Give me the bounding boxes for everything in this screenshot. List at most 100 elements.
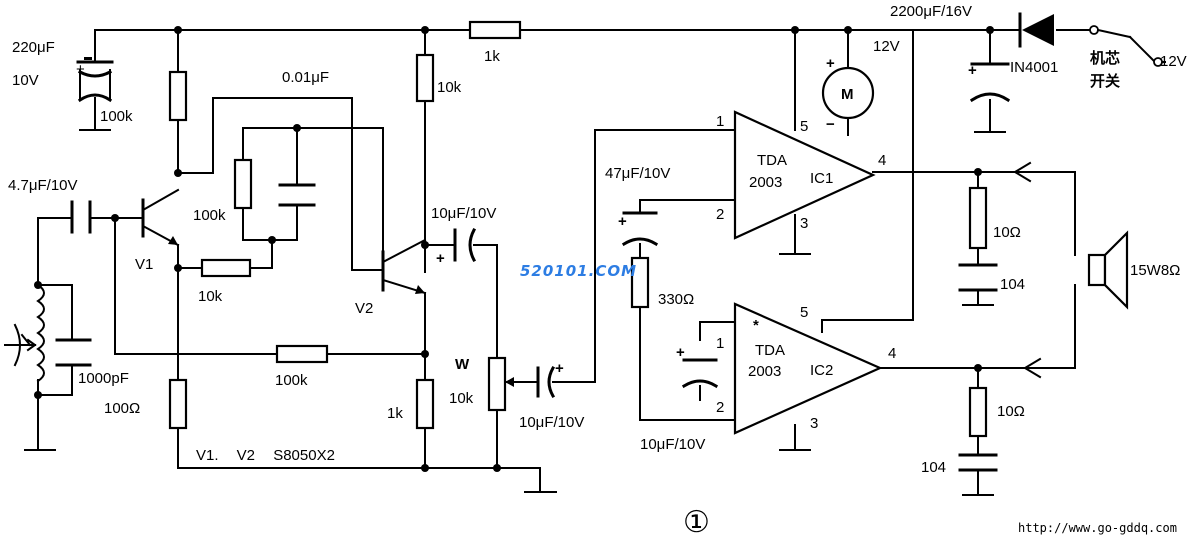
cap-0-01uf (278, 183, 316, 207)
cap-1000pf (55, 338, 92, 367)
cap-47uf (621, 211, 659, 247)
resistor-10k-v2-collector (415, 53, 435, 103)
cap-10uf-coupling-out (453, 227, 477, 263)
cap-4-7uf-input (70, 200, 111, 234)
label-ic2-pin4: 4 (888, 345, 896, 362)
label-motor-plus: + (826, 55, 835, 72)
label-motor-minus: − (826, 116, 835, 133)
label-c-104-top: 104 (1000, 276, 1025, 293)
label-supply-12v: 12V (1160, 53, 1187, 70)
wires (24, 29, 1166, 496)
power-switch (1089, 25, 1163, 67)
labels: 220μF 10V + 100k 4.7μF/10V V1 1000pF 100… (8, 3, 1187, 540)
label-ic2-pin2: 2 (716, 399, 724, 416)
label-c-0-01uf: 0.01μF (282, 69, 329, 86)
cap-10uf-ic2 (681, 358, 719, 389)
site-url: http://www.go-gddq.com (1018, 521, 1177, 535)
resistor-100-ohm (168, 378, 188, 430)
label-ic2-pin5: 5 (800, 304, 808, 321)
label-r-10k-top: 10k (437, 79, 462, 96)
label-ic1-pin4: 4 (878, 152, 886, 169)
label-ic1-pin5: 5 (800, 118, 808, 135)
label-plus-c10: + (436, 250, 445, 267)
label-pot-w: W (455, 356, 470, 373)
label-plus-c10-ic2: + (676, 344, 685, 361)
label-r-1k-top: 1k (484, 48, 500, 65)
resistor-100k-v1-collector (168, 70, 188, 122)
label-c-10uf-in: 10μF/10V (519, 414, 584, 431)
label-c-220uf: 220μF (12, 39, 55, 56)
label-ic2-star: * (753, 317, 759, 334)
ic1-amplifier (733, 110, 876, 240)
label-v1: V1 (135, 256, 153, 273)
label-c-10uf-ic2: 10μF/10V (640, 436, 705, 453)
resistor-100k-bottom (275, 344, 329, 364)
label-ic1-pin1: 1 (716, 113, 724, 130)
label-plus-c10-in: + (555, 360, 564, 377)
label-v2: V2 (355, 300, 373, 317)
label-r-330-ohm: 330Ω (658, 291, 694, 308)
label-ic1-ref: IC1 (810, 170, 833, 187)
label-c-104-bottom: 104 (921, 459, 946, 476)
label-ic1-name-a: TDA (757, 152, 787, 169)
label-transistors: V1. V2 S8050X2 (196, 447, 335, 464)
label-diode: IN4001 (1010, 59, 1058, 76)
resistor-10k-bias (200, 258, 252, 278)
ic2-amplifier (733, 302, 883, 435)
label-c-47uf: 47μF/10V (605, 165, 670, 182)
watermark: 520101.COM (520, 262, 637, 280)
label-motor: M (841, 86, 854, 103)
resistor-1k-supply (468, 20, 522, 40)
cap-220uf (76, 57, 114, 103)
resistor-10-ohm-bottom (968, 386, 988, 438)
label-ic2-pin1: 1 (716, 335, 724, 352)
figure-number: ① (683, 505, 710, 540)
label-ic1-pin2: 2 (716, 206, 724, 223)
label-ic1-pin3: 3 (800, 215, 808, 232)
label-plus-c2200: + (968, 62, 977, 79)
label-ic2-pin3: 3 (810, 415, 818, 432)
label-r-100k-top: 100k (100, 108, 133, 125)
label-ic2-ref: IC2 (810, 362, 833, 379)
label-ic1-name-b: 2003 (749, 174, 782, 191)
label-pot-10k: 10k (449, 390, 474, 407)
resistor-1k-emitter (415, 378, 435, 430)
resistor-100k-feedback (233, 158, 253, 210)
label-c-1000pf: 1000pF (78, 370, 129, 387)
label-c-220uf-voltage: 10V (12, 72, 39, 89)
label-ic2-name-b: 2003 (748, 363, 781, 380)
label-r-10k-mid: 10k (198, 288, 223, 305)
resistor-330-ohm (630, 256, 650, 309)
label-plus: + (76, 61, 85, 78)
junction-dots (34, 26, 994, 472)
label-plus-c47: + (618, 213, 627, 230)
connector-arrows (1013, 161, 1051, 379)
label-switch-a: 机芯 (1090, 49, 1120, 67)
transistor-v1 (141, 188, 180, 247)
label-ic2-name-a: TDA (755, 342, 785, 359)
label-r-100k-bottom: 100k (275, 372, 308, 389)
label-r-1k-bottom: 1k (387, 405, 403, 422)
cap-104-top (958, 263, 998, 292)
label-r-100k-mid: 100k (193, 207, 226, 224)
speaker (1087, 230, 1129, 310)
cap-104-bottom (958, 453, 998, 472)
label-speaker: 15W8Ω (1130, 262, 1180, 279)
label-r-10-ohm-top: 10Ω (993, 224, 1021, 241)
cap-10uf-to-ic1 (536, 365, 566, 399)
resistor-10-ohm-top (968, 186, 988, 250)
label-c-4-7uf: 4.7μF/10V (8, 177, 78, 194)
label-r-100-ohm: 100Ω (104, 400, 140, 417)
transistor-v2 (351, 238, 427, 295)
label-c-2200uf: 2200μF/16V (890, 3, 972, 20)
label-c-10uf-out: 10μF/10V (431, 205, 496, 222)
potentiometer-w (487, 356, 521, 412)
label-supply-12v-mid: 12V (873, 38, 900, 55)
diode-in4001 (1018, 12, 1054, 48)
motor (821, 66, 875, 120)
cap-2200uf (969, 62, 1011, 103)
label-switch-b: 开关 (1090, 72, 1120, 90)
label-r-10-ohm-bottom: 10Ω (997, 403, 1025, 420)
antenna-coil (4, 283, 45, 383)
